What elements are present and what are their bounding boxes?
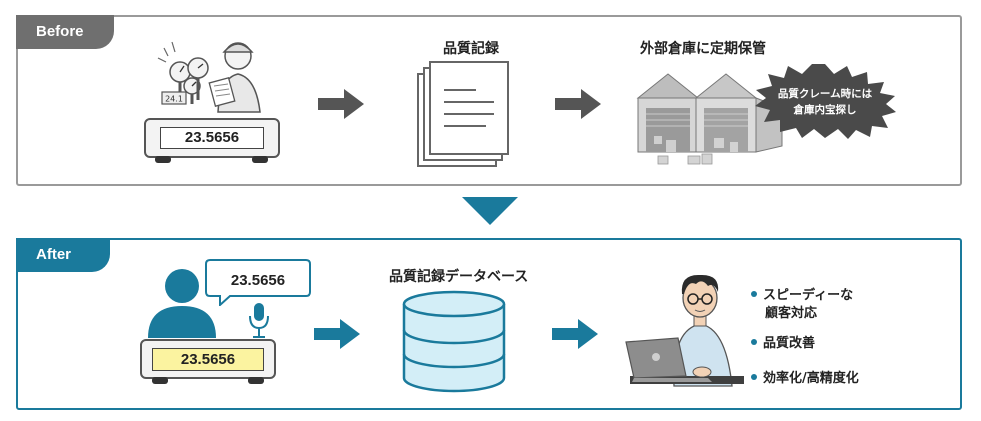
before-tag: Before	[16, 15, 114, 49]
before-step2-title: 品質記録	[443, 41, 499, 57]
document-stack-icon	[417, 61, 509, 167]
burst-line-1: 品質クレーム時には	[778, 87, 873, 100]
bullet-dot	[751, 290, 757, 297]
burst-line-2: 倉庫内宝探し	[793, 103, 857, 116]
bullet-dot	[751, 373, 757, 380]
after-arrow-2	[552, 319, 598, 349]
after-scale: 23.5656	[140, 339, 276, 379]
bullet-3-line-1: 効率化/高精度化	[763, 371, 859, 386]
bullet-efficiency: 効率化/高精度化	[751, 367, 859, 386]
down-triangle-arrow	[462, 197, 518, 225]
database-icon	[402, 290, 506, 393]
before-scale: 23.5656	[144, 118, 280, 158]
bullet-1-line-2: 顧客対応	[765, 306, 818, 321]
after-tag: After	[16, 238, 110, 272]
speech-bubble: 23.5656	[205, 259, 311, 306]
bullet-2-line-1: 品質改善	[763, 336, 816, 351]
worker-gauges-illustration: 24.1	[157, 41, 261, 113]
person-icon	[148, 269, 216, 338]
bullet-speedy-response: スピーディーな	[751, 284, 853, 303]
speech-bubble-reading: 23.5656	[231, 272, 285, 289]
bullet-quality-improvement: 品質改善	[751, 332, 815, 351]
after-scale-reading: 23.5656	[152, 348, 264, 371]
after-step2-title: 品質記録データベース	[389, 269, 529, 285]
bullet-1-line-1: スピーディーな	[763, 288, 854, 303]
gauge-display-text: 24.1	[165, 95, 183, 104]
after-scale-foot-left	[152, 377, 168, 384]
before-step3-title: 外部倉庫に定期保管	[640, 41, 766, 57]
microphone-icon	[249, 303, 269, 338]
quality-claim-burst: 品質クレーム時には 倉庫内宝探し	[755, 64, 896, 139]
after-scale-foot-right	[248, 377, 264, 384]
bullet-dot	[751, 338, 757, 345]
before-arrow-2	[555, 89, 601, 119]
before-scale-foot-right	[252, 156, 268, 163]
man-with-laptop-illustration	[625, 274, 744, 387]
before-arrow-1	[318, 89, 364, 119]
after-arrow-1	[314, 319, 360, 349]
before-scale-foot-left	[155, 156, 171, 163]
before-scale-reading: 23.5656	[160, 127, 264, 149]
bullet-speedy-response-line2: 顧客対応	[765, 302, 817, 321]
